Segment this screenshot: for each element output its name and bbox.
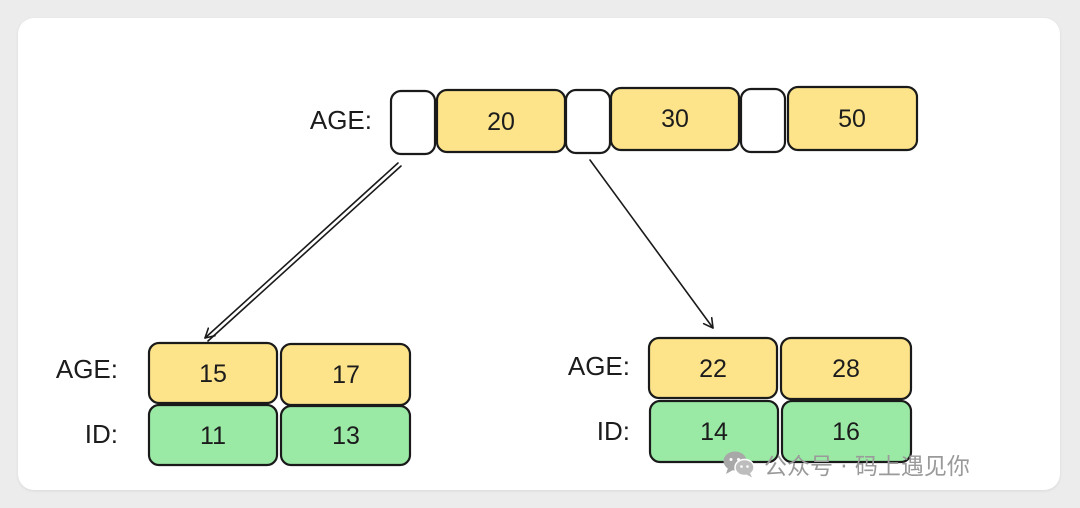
root-key-box-1 xyxy=(609,86,741,152)
right-leaf-id-box-1 xyxy=(780,399,913,464)
root-key-1: 30 xyxy=(661,105,689,133)
root-key-0: 20 xyxy=(487,108,515,136)
right-leaf-id-0: 14 xyxy=(700,418,728,446)
right-leaf-age-0: 22 xyxy=(699,355,727,383)
arrow-to-left-leaf xyxy=(204,162,402,342)
arrow-to-right-leaf xyxy=(589,159,714,329)
root-pointer-0 xyxy=(389,89,437,156)
right-leaf-id-1: 16 xyxy=(832,418,860,446)
watermark: 公众号 · 码上遇见你 xyxy=(722,446,970,482)
left-leaf-age-0: 15 xyxy=(199,360,227,388)
left-leaf-age-box-0 xyxy=(147,341,279,405)
left-leaf-age-label: AGE: xyxy=(56,354,118,384)
right-leaf-age-label: AGE: xyxy=(568,351,630,381)
root-key-2: 50 xyxy=(838,105,866,133)
wechat-icon xyxy=(723,451,755,478)
left-leaf-id-box-0 xyxy=(147,403,279,467)
root-key-box-2 xyxy=(786,85,919,152)
right-leaf-id-box-0 xyxy=(648,399,780,464)
left-leaf-id-0: 11 xyxy=(200,422,226,450)
root-pointer-1 xyxy=(564,88,612,155)
right-leaf-age-box-0 xyxy=(647,336,779,400)
left-leaf-age-1: 17 xyxy=(332,361,360,389)
root-pointer-2 xyxy=(739,87,787,154)
left-leaf-id-box-1 xyxy=(279,404,412,467)
right-leaf-id-label: ID: xyxy=(597,416,630,446)
root-age-label: AGE: xyxy=(310,105,372,135)
watermark-text: 公众号 · 码上遇见你 xyxy=(764,454,970,480)
right-leaf-age-1: 28 xyxy=(832,355,860,383)
left-leaf-id-1: 13 xyxy=(332,422,360,450)
right-leaf-age-box-1 xyxy=(779,336,913,401)
left-leaf-id-label: ID: xyxy=(85,419,118,449)
